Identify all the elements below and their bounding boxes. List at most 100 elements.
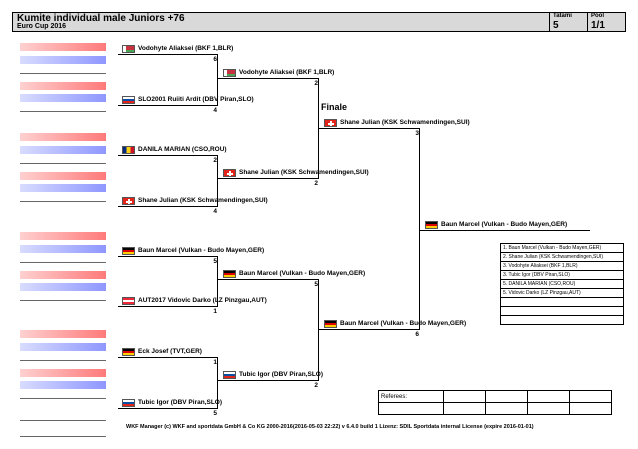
- round3-competitor[interactable]: Baun Marcel (Vulkan - Budo Mayen,GER): [340, 320, 467, 327]
- slot-red: [20, 232, 106, 240]
- round1-competitor[interactable]: Tubic Igor (DBV Piran,SLO): [138, 399, 223, 406]
- referee-field[interactable]: [443, 402, 486, 415]
- round1-competitor[interactable]: DANILA MARIAN (CSO,ROU): [138, 146, 227, 153]
- results-cell: [500, 306, 624, 316]
- tatami-label: Tatami: [553, 13, 572, 19]
- finale-label: Finale: [321, 102, 348, 112]
- referee-field[interactable]: [443, 390, 486, 403]
- slot-divider: [20, 111, 106, 112]
- results-cell: 3. Vodohyte Aliaksei (BKF 1,BLR): [500, 261, 624, 271]
- referees-label: Referees:: [378, 390, 444, 403]
- referee-field[interactable]: [569, 390, 612, 403]
- round1-competitor[interactable]: Shane Julian (KSK Schwamendingen,SUI): [138, 197, 268, 204]
- slot-blue: [20, 283, 106, 291]
- results-row: 5. DANILA MARIAN (CSO,ROU): [500, 279, 624, 289]
- bracket-line: [218, 279, 319, 280]
- referee-field[interactable]: [527, 402, 570, 415]
- round1-score: 2: [213, 157, 217, 164]
- slot-blue: [20, 343, 106, 351]
- flag-ger-icon: [122, 247, 135, 255]
- slot-red: [20, 330, 106, 338]
- bracket-line: [118, 306, 218, 307]
- round2-competitor[interactable]: Baun Marcel (Vulkan - Budo Mayen,GER): [239, 270, 366, 277]
- flag-sui-icon: [324, 119, 337, 127]
- flag-blr-icon: [122, 45, 135, 53]
- round1-score: 5: [213, 410, 217, 417]
- round3-score: 3: [415, 130, 419, 137]
- round2-competitor[interactable]: Vodohyte Aliaksei (BKF 1,BLR): [239, 69, 335, 76]
- round1-score: 4: [213, 208, 217, 215]
- round2-competitor[interactable]: Tubic Igor (DBV Piran,SLO): [239, 371, 324, 378]
- bracket-connector: [318, 279, 319, 381]
- bracket-connector: [318, 78, 319, 179]
- round3-competitor[interactable]: Shane Julian (KSK Schwamendingen,SUI): [340, 119, 470, 126]
- flag-ger-icon: [223, 270, 236, 278]
- slot-divider: [20, 436, 106, 437]
- header-divider: [587, 13, 588, 31]
- footer-license: WKF Manager (c) WKF and sportdata GmbH &…: [126, 424, 534, 430]
- slot-blue: [20, 56, 106, 64]
- round3-score: 6: [415, 331, 419, 338]
- bracket-line: [118, 357, 218, 358]
- referee-field[interactable]: [527, 390, 570, 403]
- slot-divider: [20, 398, 106, 399]
- round1-competitor[interactable]: AUT2017 Vidovic Darko (LZ Pinzgau,AUT): [138, 297, 267, 304]
- flag-blr-icon: [223, 69, 236, 77]
- round1-score: 4: [213, 107, 217, 114]
- flag-aut-icon: [122, 297, 135, 305]
- round2-score: 2: [314, 180, 318, 187]
- round2-score: 5: [314, 281, 318, 288]
- flag-sui-icon: [122, 197, 135, 205]
- results-row: 3. Vodohyte Aliaksei (BKF 1,BLR): [500, 261, 624, 271]
- round1-competitor[interactable]: Eck Josef (TVT,GER): [138, 348, 202, 355]
- bracket-line: [319, 128, 420, 129]
- tatami-value: 5: [553, 20, 559, 31]
- slot-red: [20, 271, 106, 279]
- bracket-line: [118, 256, 218, 257]
- results-row: 5. Vidovic Darko (LZ Pinzgau,AUT): [500, 288, 624, 298]
- slot-red: [20, 133, 106, 141]
- results-table: 1. Baun Marcel (Vulkan - Budo Mayen,GER)…: [500, 243, 624, 325]
- slot-blue: [20, 94, 106, 102]
- bracket-connector: [217, 357, 218, 409]
- round1-competitor[interactable]: Vodohyte Aliaksei (BKF 1,BLR): [138, 45, 234, 52]
- bracket-connector: [217, 256, 218, 307]
- results-row: [500, 297, 624, 307]
- pool-label: Pool: [591, 13, 604, 19]
- results-row: 3. Tubic Igor (DBV Piran,SLO): [500, 270, 624, 280]
- slot-red: [20, 172, 106, 180]
- referee-field[interactable]: [569, 402, 612, 415]
- results-row: [500, 315, 624, 325]
- round1-score: 1: [213, 308, 217, 315]
- referee-field[interactable]: [378, 402, 444, 415]
- bracket-line: [218, 380, 319, 381]
- bracket-line: [218, 78, 319, 79]
- header-divider: [549, 13, 550, 31]
- slot-divider: [20, 163, 106, 164]
- bracket-line: [118, 408, 218, 409]
- round2-competitor[interactable]: Shane Julian (KSK Schwamendingen,SUI): [239, 169, 369, 176]
- bracket-line: [420, 230, 590, 231]
- slot-divider: [20, 201, 106, 202]
- bracket-connector: [217, 155, 218, 207]
- slot-blue: [20, 381, 106, 389]
- round1-competitor[interactable]: SLO2001 Ruiiti Ardit (DBV Piran,SLO): [138, 96, 254, 103]
- slot-divider: [20, 73, 106, 74]
- slot-red: [20, 43, 106, 51]
- slot-red: [20, 369, 106, 377]
- winner-name[interactable]: Baun Marcel (Vulkan - Budo Mayen,GER): [441, 221, 568, 228]
- referee-field[interactable]: [485, 402, 528, 415]
- referees-table: Referees:: [378, 390, 612, 415]
- round2-score: 2: [314, 80, 318, 87]
- slot-blue: [20, 245, 106, 253]
- flag-ger-icon: [425, 221, 438, 229]
- bracket-line: [118, 54, 218, 55]
- bracket-connector: [419, 128, 420, 330]
- flag-ger-icon: [324, 320, 337, 328]
- round1-score: 6: [213, 56, 217, 63]
- round1-score: 5: [213, 258, 217, 265]
- referee-field[interactable]: [485, 390, 528, 403]
- header-bar: Kumite individual male Juniors +76 Euro …: [12, 12, 626, 32]
- round1-competitor[interactable]: Baun Marcel (Vulkan - Budo Mayen,GER): [138, 247, 265, 254]
- bracket-line: [118, 206, 218, 207]
